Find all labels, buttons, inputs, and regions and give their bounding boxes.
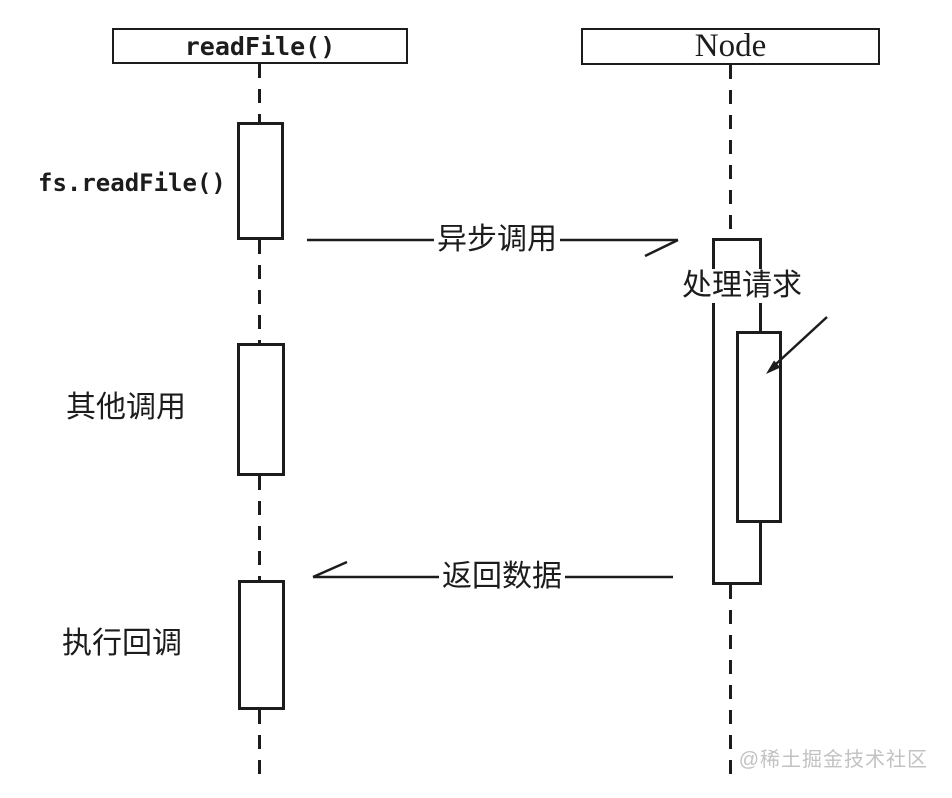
return-data-arrowhead: [312, 560, 348, 579]
lifeline-readfile-dash-4: [258, 710, 261, 783]
activation-fs-readfile: [237, 122, 284, 240]
process-pointer-arrow-line: [775, 316, 828, 365]
lifeline-node-dash-1: [729, 65, 732, 238]
message-label-async-call: 异步调用: [434, 223, 560, 257]
lifeline-header-node-label: Node: [694, 28, 767, 64]
lifeline-node-dash-2: [729, 585, 732, 785]
message-label-return-data: 返回数据: [439, 560, 565, 594]
lifeline-readfile-dash-3: [258, 476, 261, 580]
async-call-arrowhead: [644, 238, 679, 258]
activation-other-calls: [237, 343, 285, 476]
lifeline-header-readfile-label: readFile(): [184, 31, 336, 61]
activation-execute-callback: [238, 580, 285, 710]
lifeline-header-node: Node: [581, 28, 880, 65]
watermark-text: @稀土掘金技术社区: [738, 749, 928, 771]
label-process-request: 处理请求: [681, 269, 803, 303]
label-execute-callback: 执行回调: [62, 627, 182, 660]
lifeline-readfile-dash-1: [258, 64, 261, 122]
lifeline-readfile-dash-2: [258, 240, 261, 343]
label-other-calls: 其他调用: [66, 391, 186, 424]
lifeline-header-readfile: readFile(): [112, 28, 408, 64]
activation-node-inner: [736, 331, 782, 523]
label-fs-readfile: fs.readFile(): [38, 169, 226, 197]
